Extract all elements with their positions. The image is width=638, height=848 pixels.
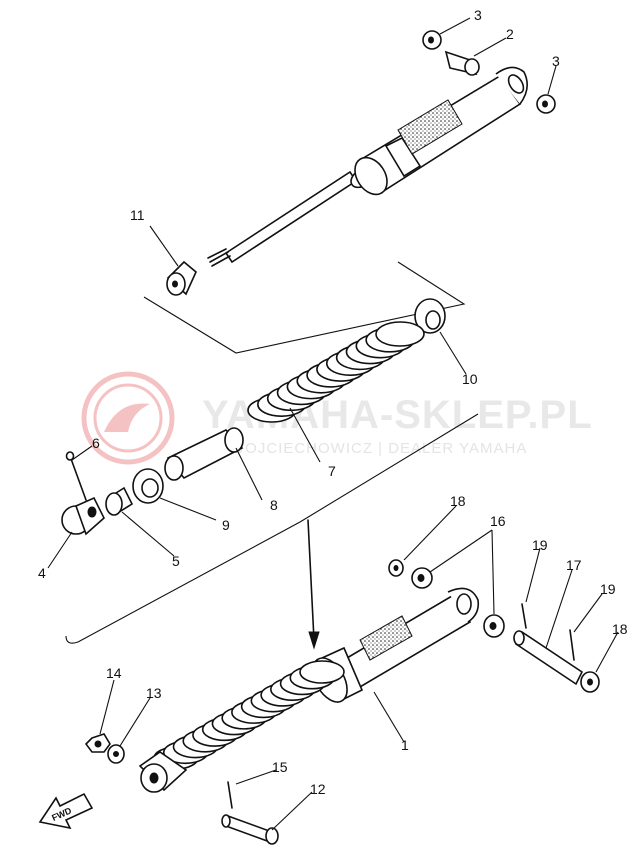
- callout-6: 6: [92, 435, 100, 451]
- callouts: 1 2 3 3 4 5 6 7 8 9 10 11 12 13 14 15 16…: [38, 7, 628, 797]
- callout-19-left: 19: [532, 537, 548, 553]
- damper-label-area: [397, 99, 463, 155]
- assembly-arrow: [307, 519, 315, 641]
- part-8-spacer-tube: [164, 427, 244, 481]
- callout-3-right: 3: [552, 53, 560, 69]
- callout-8: 8: [270, 497, 278, 513]
- part-16-bushing-a: [411, 567, 433, 589]
- part-19-cotter-right: [569, 629, 575, 661]
- callout-17: 17: [566, 557, 582, 573]
- callout-3-top: 3: [474, 7, 482, 23]
- callout-1: 1: [401, 737, 409, 753]
- callout-2: 2: [506, 26, 514, 42]
- callout-11: 11: [130, 207, 145, 223]
- part-10-spring-seat: [414, 298, 446, 334]
- top-eye-hole: [507, 74, 525, 94]
- shock-spring: [153, 660, 345, 770]
- part-3-bushing-right: [536, 94, 556, 114]
- callout-7: 7: [328, 463, 336, 479]
- callout-5: 5: [172, 553, 180, 569]
- leader-lines: [47, 17, 619, 831]
- part-3-bushing-upper: [422, 30, 442, 50]
- spring-coil: [375, 321, 425, 347]
- callout-19-right: 19: [600, 581, 616, 597]
- spring-group-bracket: [65, 413, 479, 644]
- part-18-washer-upper: [388, 559, 404, 577]
- callout-18-upper: 18: [450, 493, 466, 509]
- callout-12: 12: [310, 781, 326, 797]
- spring-coil: [299, 660, 345, 684]
- damper-unit: [207, 66, 528, 267]
- part-1-shock-assembly: [138, 587, 480, 793]
- fwd-arrow: FWD: [38, 792, 94, 830]
- part-12-bolt: [221, 814, 279, 845]
- body-lower-cap: [354, 156, 388, 196]
- part-13-washer: [107, 744, 125, 764]
- callout-18-lower: 18: [612, 621, 628, 637]
- part-4-lower-mount: [61, 496, 105, 536]
- part-2-collar: [444, 50, 480, 76]
- assembly-arrowhead: [308, 631, 320, 650]
- rod-thread: [207, 248, 231, 267]
- part-5-bushing: [105, 486, 134, 516]
- part-17-pin: [513, 630, 584, 686]
- callout-4: 4: [38, 565, 46, 581]
- watermark-subtitle: WOJCIECHOWICZ | DEALER YAMAHA: [230, 440, 527, 457]
- part-16-bushing-b: [483, 614, 505, 638]
- part-18-washer-lower: [580, 671, 600, 693]
- damper-group-outline: [143, 261, 466, 354]
- part-14-nut: [84, 733, 111, 753]
- callout-15: 15: [272, 759, 288, 775]
- part-15-cotter: [227, 781, 233, 809]
- body-ring: [384, 136, 422, 178]
- callout-16: 16: [490, 513, 506, 529]
- part-11-bump-stop: [166, 260, 197, 296]
- callout-14: 14: [106, 665, 122, 681]
- part-19-cotter-left: [521, 603, 527, 629]
- callout-10: 10: [462, 371, 478, 387]
- piston-rod: [224, 170, 358, 264]
- watermark-logo: [81, 371, 175, 465]
- shock-label-area: [359, 615, 413, 661]
- callout-13: 13: [146, 685, 162, 701]
- part-7-spring: [247, 321, 425, 423]
- part-6-cotter-pin: [65, 451, 87, 501]
- part-9-washer: [132, 468, 164, 504]
- callout-9: 9: [222, 517, 230, 533]
